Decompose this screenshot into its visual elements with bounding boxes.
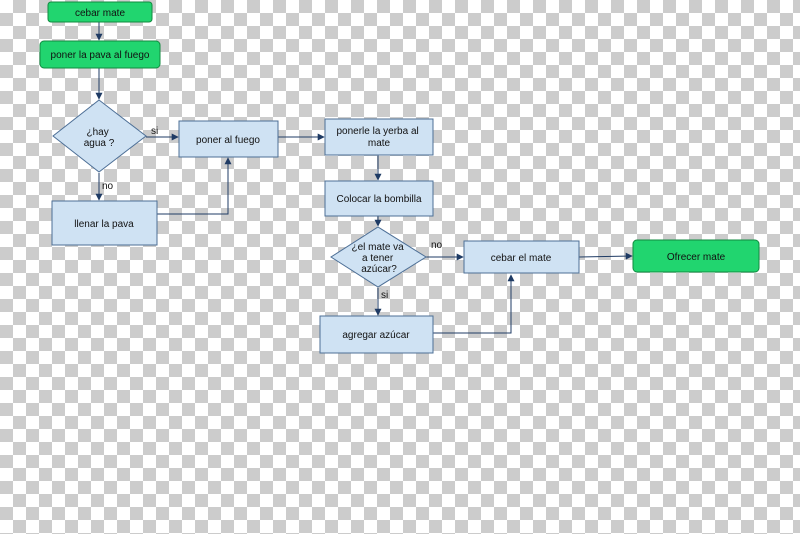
node-yerba: ponerle la yerba al mate (324, 118, 434, 156)
node-start-label: cebar mate (75, 8, 125, 19)
node-water-question-line-2: agua ? (84, 138, 115, 149)
node-yerba-line-1: ponerle la yerba al (336, 126, 418, 137)
edge-label-sugar-yes: si (381, 290, 388, 301)
edge-fill-kettle-to-fire (157, 157, 232, 215)
node-sugar-question: ¿el mate va a tener azúcar? (330, 226, 427, 288)
node-fire: poner al fuego (178, 120, 279, 158)
node-fill-kettle-label: llenar la pava (74, 219, 134, 230)
node-fire-label: poner al fuego (196, 135, 260, 146)
node-water-question-label: ¿hay agua ? (84, 127, 115, 149)
node-bombilla: Colocar la bombilla (324, 180, 434, 217)
edge-label-sugar-no: no (431, 240, 443, 251)
node-end: Ofrecer mate (632, 239, 760, 273)
node-sugar-question-line-3: azúcar? (361, 264, 397, 275)
node-start: cebar mate (47, 1, 153, 23)
node-fire-first: poner la pava al fuego (39, 40, 161, 69)
node-end-label: Ofrecer mate (667, 252, 726, 263)
node-water-question-line-1: ¿hay (86, 127, 108, 138)
edges (95, 22, 633, 334)
node-brew: cebar el mate (463, 240, 580, 274)
node-brew-label: cebar el mate (491, 253, 552, 264)
edge-label-water-no: no (102, 181, 114, 192)
node-bombilla-label: Colocar la bombilla (336, 194, 421, 205)
node-sugar-question-label: ¿el mate va a tener azúcar? (351, 242, 406, 275)
node-sugar-question-line-2: a tener (362, 253, 394, 264)
node-yerba-label: ponerle la yerba al mate (336, 126, 421, 149)
node-yerba-line-2: mate (368, 138, 391, 149)
node-sugar-question-line-1: ¿el mate va (351, 242, 404, 253)
node-fire-first-label: poner la pava al fuego (51, 50, 150, 61)
edge-brew-to-end (578, 252, 633, 260)
edge-label-water-yes: si (151, 126, 158, 137)
edge-add-sugar-to-brew (433, 274, 515, 334)
node-fill-kettle: llenar la pava (51, 200, 158, 246)
node-add-sugar: agregar azúcar (319, 315, 434, 354)
node-water-question: ¿hay agua ? (52, 99, 147, 173)
node-add-sugar-label: agregar azúcar (342, 330, 410, 341)
